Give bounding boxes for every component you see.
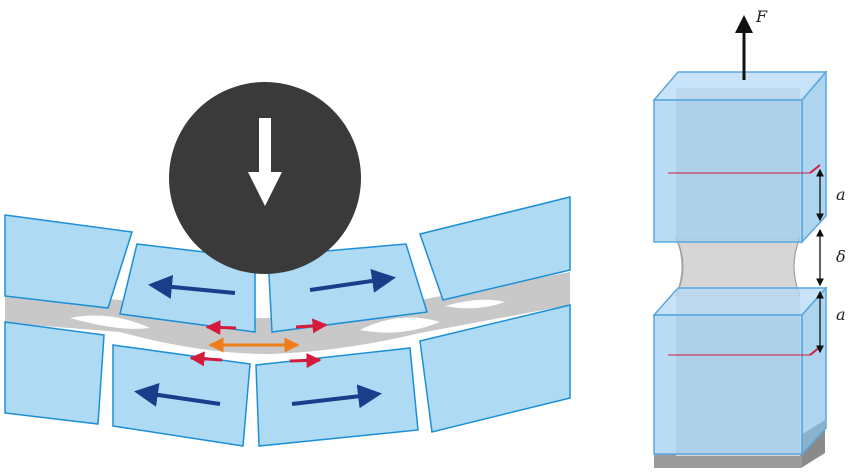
dimension-label-delta: δ xyxy=(836,247,846,266)
bottom-box-top-face xyxy=(652,287,828,316)
red-arrow xyxy=(205,319,237,335)
red-arrow xyxy=(189,351,223,367)
delamination-void xyxy=(360,317,440,333)
red-arrow xyxy=(289,352,322,368)
interlayer-band xyxy=(5,272,570,354)
down-arrow-icon xyxy=(248,118,282,206)
bottom-block-2 xyxy=(112,344,251,447)
top-block-4 xyxy=(419,196,571,301)
delamination-void xyxy=(445,299,505,309)
bottom-box-front-face xyxy=(653,314,803,455)
bottom-box-side-face xyxy=(801,286,827,456)
top-box-front-face xyxy=(653,99,803,243)
top-block-3 xyxy=(267,243,428,333)
bottom-block-4 xyxy=(419,304,571,433)
top-block-1 xyxy=(4,214,133,309)
delamination-void xyxy=(70,315,150,329)
dimension-label-bottom-a: a xyxy=(836,305,846,324)
top-box-side-face xyxy=(801,69,827,244)
laminate-bending-diagram xyxy=(4,82,571,447)
tensile-specimen-diagram: F a δ a xyxy=(652,7,846,468)
force-label: F xyxy=(755,7,768,26)
dimension-label-top-a: a xyxy=(836,185,846,204)
top-box-top-face xyxy=(652,71,828,101)
navy-arrow-right-bottom xyxy=(291,384,382,409)
top-box-red-edge xyxy=(809,164,821,174)
bottom-block-1 xyxy=(4,321,105,425)
red-arrow xyxy=(295,318,328,334)
navy-arrow-left-bottom xyxy=(134,383,221,407)
navy-arrow-right-top xyxy=(309,269,396,293)
navy-arrow-left-top xyxy=(148,274,236,299)
base-plate xyxy=(654,454,802,468)
